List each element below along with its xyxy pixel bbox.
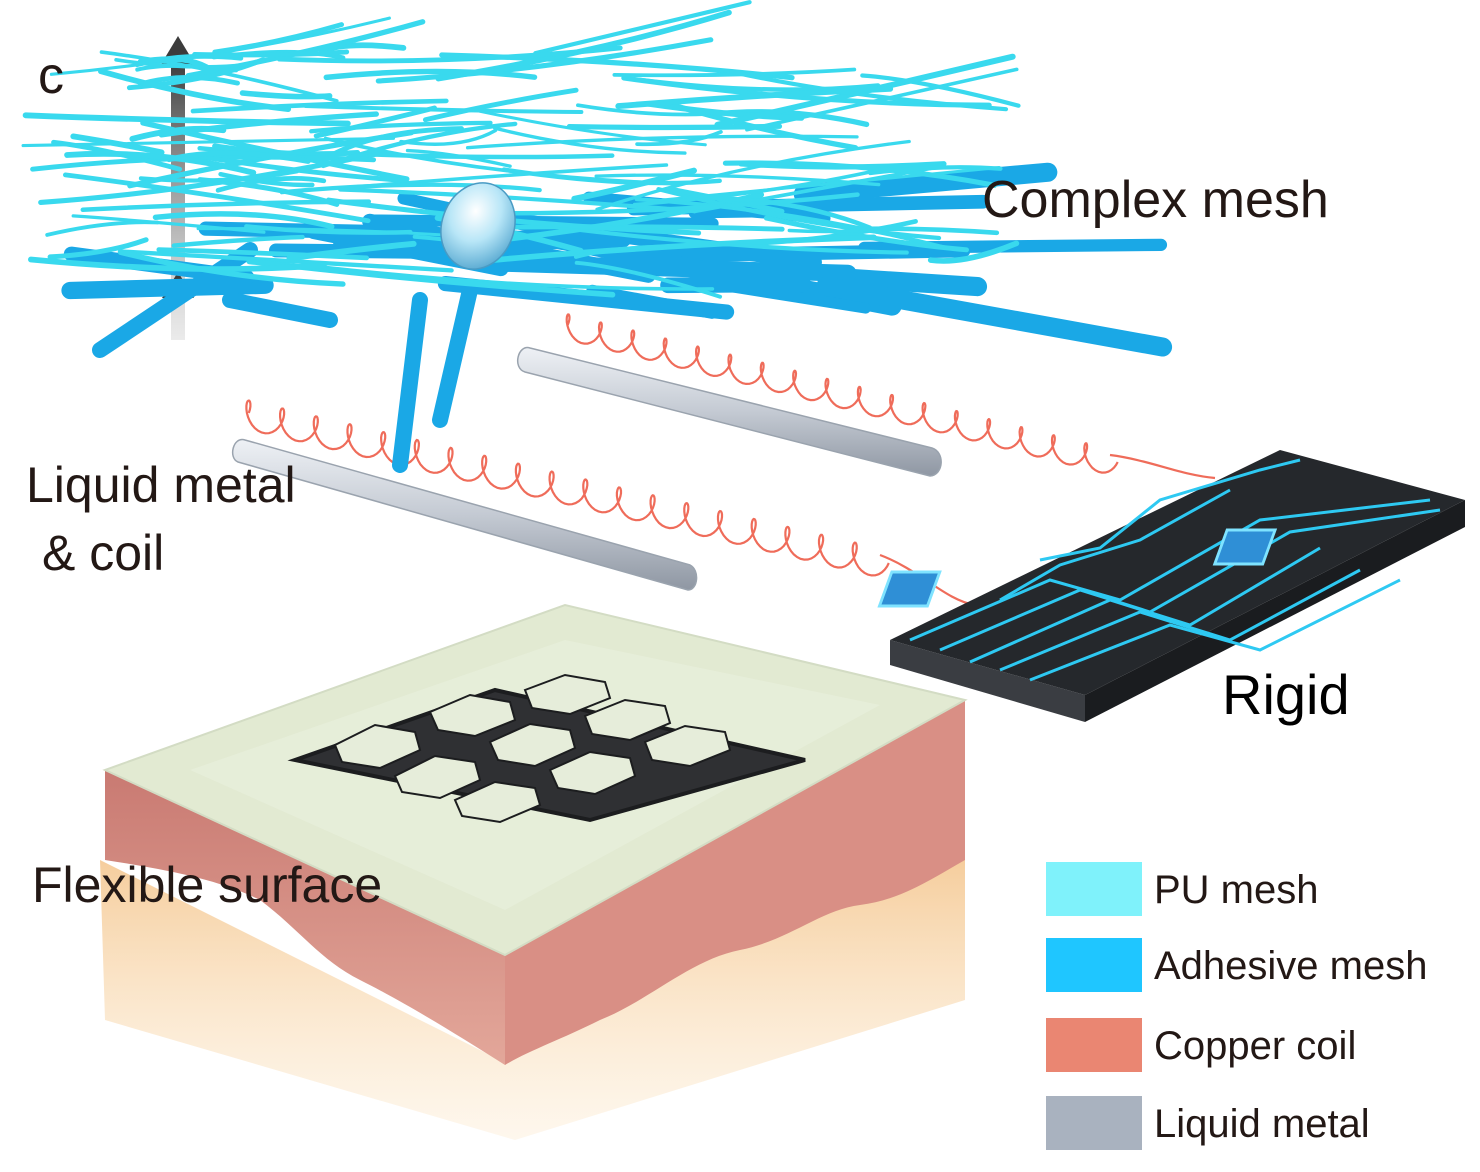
flexible-surface-block [100,603,968,1140]
rigid-circuit-chip [877,450,1465,722]
legend-swatch [1046,938,1142,992]
legend-item-copper-coil: Copper coil [1046,1018,1466,1072]
legend-swatch [1046,862,1142,916]
rigid-label: Rigid [1222,663,1350,726]
liquid-metal-rods [231,346,942,591]
panel-letter: c [38,47,64,105]
legend-swatch [1046,1096,1142,1150]
legend-item-adhesive-mesh: Adhesive mesh [1046,938,1466,992]
legend-label: Copper coil [1154,1024,1357,1068]
hexagon-electrode-mesh [287,673,806,824]
flexible-surface-label: Flexible surface [32,857,383,913]
coil-label: & coil [42,525,165,581]
copper-coils [245,313,1216,607]
legend-item-liquid-metal: Liquid metal [1046,1096,1466,1150]
complex-mesh-label: Complex mesh [982,171,1329,229]
liquid-metal-label: Liquid metal [26,457,296,513]
legend-label: PU mesh [1154,868,1319,912]
complex-fiber-mesh [21,0,1173,473]
legend-swatch [1046,1018,1142,1072]
legend-item-pu-mesh: PU mesh [1046,862,1466,916]
legend-label: Liquid metal [1154,1102,1370,1146]
legend-label: Adhesive mesh [1154,944,1428,988]
